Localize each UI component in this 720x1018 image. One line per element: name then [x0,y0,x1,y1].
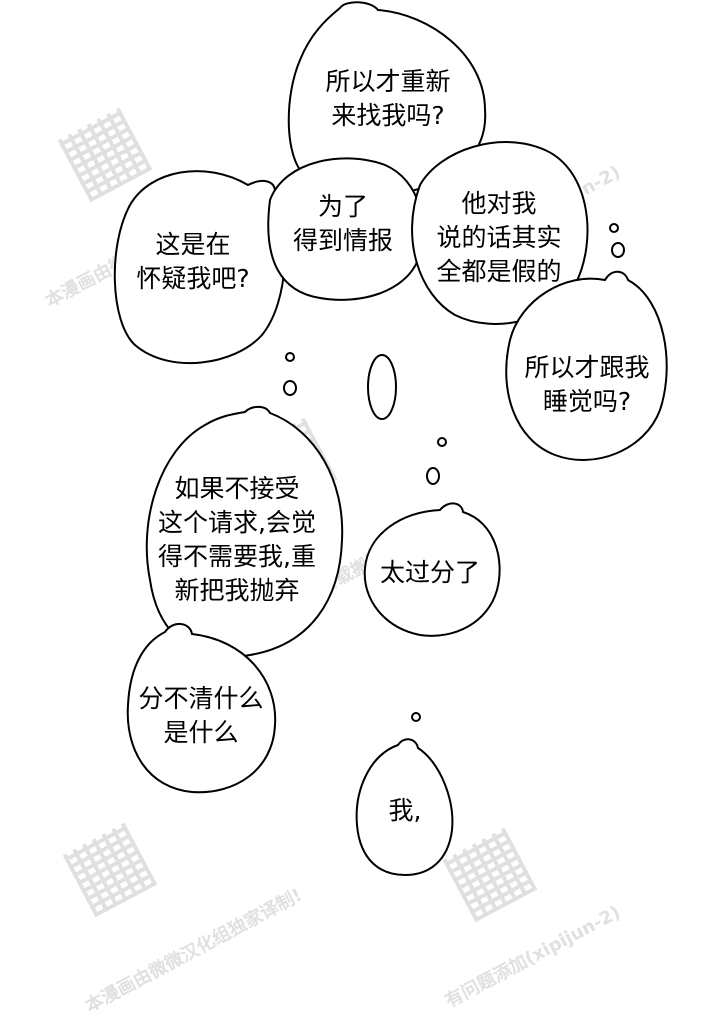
bubble-text-1: 所以才重新 来找我吗? [325,67,451,130]
bubble-text-5: 所以才跟我 睡觉吗? [524,353,650,416]
thought-dot [411,712,421,722]
bubble-text-7: 太过分了 [379,558,481,587]
thought-dot [611,242,625,258]
thought-dot [426,467,440,485]
thought-dot [285,352,295,362]
speech-bubble-6 [145,405,344,658]
bubble-text-8: 分不清什么 是什么 [138,684,264,747]
speech-bubble-7 [363,502,501,637]
speech-bubble-9 [355,738,454,877]
thought-dot [283,380,297,396]
bubble-text-6: 如果不接受 这个请求,会觉 得不需要我,重 新把我抛弃 [158,474,316,605]
speech-bubble-1 [287,1,487,196]
speech-bubble-8 [126,623,277,794]
bubble-text-3: 为了 得到情报 [292,192,394,255]
speech-bubble-5 [505,270,668,461]
thought-oval [367,354,397,420]
bubble-text-2: 这是在 怀疑我吧? [136,230,250,293]
thought-dot [437,437,447,447]
thought-dot [609,223,619,233]
bubble-text-4: 他对我 说的话其实 全都是假的 [436,189,562,286]
bubble-text-9: 我, [388,796,422,825]
